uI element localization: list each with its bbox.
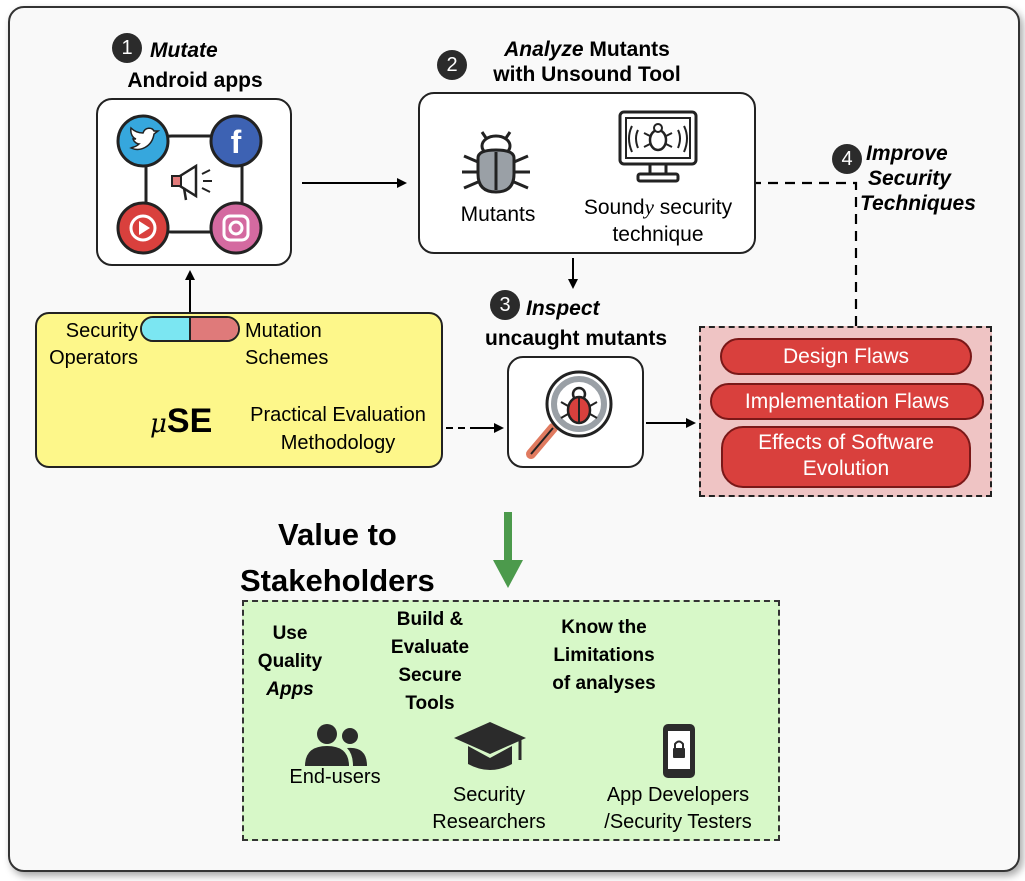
soundy-technique-label: Soundy security technique <box>583 195 733 246</box>
twitter-icon <box>116 114 170 168</box>
youtube-icon <box>116 201 170 255</box>
apps-illustration: f <box>116 114 263 255</box>
step-3-object: uncaught mutants <box>485 327 667 350</box>
phone-lock-icon <box>663 724 695 778</box>
capsule-schemes-half <box>191 318 238 340</box>
value-box <box>242 600 780 841</box>
svg-text:f: f <box>231 124 242 160</box>
megaphone-icon <box>171 163 212 201</box>
capsule-operators-half <box>142 318 189 340</box>
step-2-title: Analyze Mutants with Unsound Tool <box>493 38 681 86</box>
step-4-number: 4 <box>832 144 862 174</box>
step-1-verb: Mutate <box>150 39 218 62</box>
instagram-icon <box>209 201 263 255</box>
facebook-icon: f <box>209 114 263 168</box>
flaw-design: Design Flaws <box>720 338 972 375</box>
analyze-box: Mutants Soundy security technique <box>418 92 756 254</box>
step-3-verb: Inspect <box>526 297 600 320</box>
step-1-number: 1 <box>112 33 142 63</box>
step-3-number: 3 <box>490 290 520 320</box>
android-apps-box: f <box>96 98 292 266</box>
step-1-object: Android apps <box>127 69 263 92</box>
value-green-arrow <box>493 512 523 588</box>
step-4-title: Improve Security Techniques <box>860 142 976 215</box>
arrow-flaws-to-analyze <box>720 178 858 326</box>
users-icon <box>305 724 367 766</box>
magnifier-bug-icon <box>526 370 613 459</box>
muse-box <box>35 312 443 468</box>
muse-name: μSE <box>150 402 213 440</box>
stake-3-name: App Developers/Security Testers <box>604 784 752 833</box>
muse-capsule <box>140 316 240 342</box>
step-2-number: 2 <box>437 50 467 80</box>
inspect-box <box>507 356 644 468</box>
bug-icon <box>462 131 530 194</box>
monitor-bug-icon <box>618 110 698 183</box>
graduation-cap-icon <box>454 722 526 770</box>
flaw-implementation: Implementation Flaws <box>710 383 984 420</box>
stake-1-name: End-users <box>289 766 381 788</box>
mutants-label: Mutants <box>460 203 536 226</box>
